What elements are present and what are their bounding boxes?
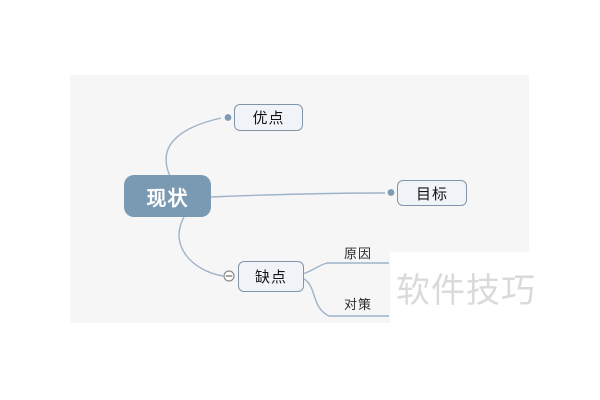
- subtopic-duice-label: 对策: [343, 297, 372, 312]
- watermark-text: 软件技巧: [396, 272, 536, 310]
- node-youdian[interactable]: 优点: [234, 104, 303, 131]
- subtopic-yuanyin[interactable]: 原因: [326, 243, 390, 262]
- node-quedian-label: 缺点: [254, 269, 287, 286]
- subtopic-yuanyin-label: 原因: [343, 246, 372, 261]
- node-root[interactable]: 现状: [124, 175, 211, 217]
- node-quedian[interactable]: 缺点: [238, 261, 304, 292]
- subtopic-duice[interactable]: 对策: [326, 294, 390, 313]
- node-mubiao[interactable]: 目标: [397, 180, 467, 206]
- watermark: 软件技巧: [390, 252, 600, 340]
- node-youdian-label: 优点: [252, 110, 285, 127]
- node-mubiao-label: 目标: [415, 185, 448, 203]
- node-root-label: 现状: [146, 187, 189, 210]
